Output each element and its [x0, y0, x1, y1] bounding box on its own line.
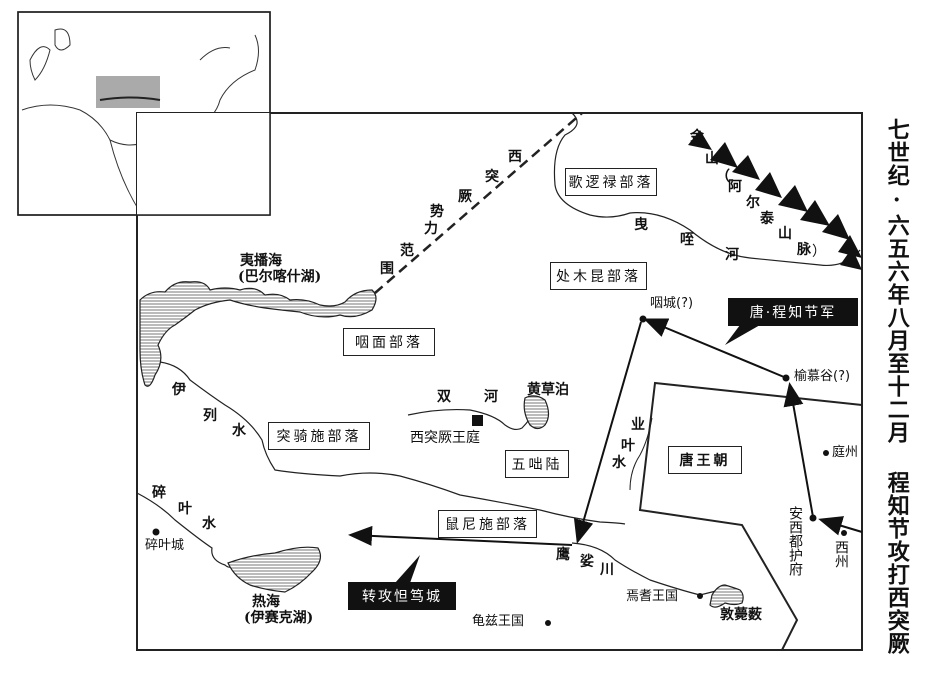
river-char: 水: [202, 516, 216, 532]
tribe-chumukun: 处木昆部落: [550, 262, 647, 290]
boundary-char: 突: [485, 169, 499, 185]
river-char: 川: [600, 562, 614, 578]
shuanghe-river: [407, 408, 536, 431]
river-char: 咥: [680, 232, 694, 248]
river-char: 碎: [152, 485, 166, 501]
arrow-xizhou-to-anxi: [818, 516, 863, 536]
mountain-char: 金: [690, 129, 704, 145]
mountain-char: ）: [812, 244, 826, 260]
suiye-river: [136, 492, 233, 568]
tribe-tuqishi: 突骑施部落: [268, 422, 370, 450]
mountain-char: 尔: [746, 195, 760, 211]
mountain-char: 泰: [760, 211, 774, 227]
boundary-char: 力: [424, 221, 438, 237]
mountain-char: 山: [778, 226, 792, 242]
place-anxi: 安西都护府: [787, 506, 803, 576]
huangcaobo-lake: [523, 395, 550, 430]
mountain-char: （: [716, 169, 730, 185]
altai-mountains: [688, 130, 862, 270]
tribe-yanmian: 咽面部落: [343, 328, 435, 356]
river-char: 业: [631, 417, 645, 433]
boundary-char: 厥: [458, 189, 472, 205]
river-char: 鹰: [556, 547, 570, 563]
place-yumugu: 榆慕谷(?): [794, 369, 851, 384]
lake-issyk-name: 热海: [252, 594, 280, 610]
place-court: 西突厥王庭: [410, 430, 480, 446]
city-dot-tingzhou: [823, 450, 829, 456]
tang-dynasty-label: 唐王朝: [668, 446, 742, 474]
lake-dunhongsou: 敦薨薮: [720, 607, 762, 623]
place-suiyecheng: 碎叶城: [145, 538, 185, 553]
arrow-yancheng-south: [573, 321, 642, 544]
arrow-anxi-to-yumugu: [783, 382, 814, 518]
court-marker: [472, 415, 483, 426]
mountain-char: 脉: [797, 242, 811, 258]
river-char: 伊: [172, 382, 186, 398]
callout-turn-attack: 转攻怛笃城: [348, 582, 456, 610]
lake-huangcaobo: 黄草泊: [527, 382, 569, 398]
river-char: 曳: [634, 217, 648, 233]
river-char: 河: [484, 389, 498, 405]
lake-balkhash-name: 夷播海: [240, 253, 282, 269]
boundary-char: 围: [380, 261, 394, 277]
callout-tang-army: 唐·程知节军: [728, 298, 858, 326]
river-char: 叶: [621, 438, 635, 454]
yeye-river: [629, 417, 653, 491]
balkhash-lake: [139, 281, 377, 387]
city-dot-yancheng: [639, 315, 647, 323]
city-dot-yumugu: [782, 374, 790, 382]
map-title: 七世纪·六五六年八月至十二月 程知节攻打西突厥: [883, 118, 910, 655]
place-yancheng: 咽城(?): [650, 296, 694, 311]
tribe-shunishi: 鼠尼施部落: [438, 510, 537, 538]
inset-highlight-area: [96, 76, 160, 108]
place-yanqi: 焉耆王国: [626, 589, 679, 604]
place-xizhou: 西州: [833, 540, 849, 568]
tribe-wuduolu: 五咄陆: [505, 450, 569, 478]
western-turk-boundary-line: [374, 112, 583, 294]
river-char: 娑: [580, 554, 594, 570]
city-dot-qiuci: [545, 620, 551, 626]
mountain-char: 山: [705, 151, 719, 167]
place-tingzhou: 庭州: [832, 445, 859, 460]
dunhongsou-lake: [709, 584, 744, 608]
arrow-yumugu-to-yancheng: [643, 318, 785, 378]
yilie-river: [159, 361, 626, 525]
tribe-geluolu: 歌逻禄部落: [565, 168, 657, 196]
place-qiuci: 龟兹王国: [472, 614, 525, 629]
city-dot-xizhou: [841, 530, 847, 536]
river-char: 水: [612, 455, 626, 471]
river-char: 河: [725, 247, 739, 263]
boundary-char: 势: [430, 204, 444, 220]
city-dot-suiye: [152, 528, 160, 536]
mountain-char: 阿: [728, 179, 742, 195]
river-char: 叶: [178, 501, 192, 517]
map-frame: [136, 112, 863, 651]
river-char: 水: [232, 423, 246, 439]
city-dot-yanqi: [697, 593, 703, 599]
lake-balkhash-alt: (巴尔喀什湖): [238, 269, 322, 285]
arrow-west-to-dalu: [348, 525, 573, 546]
river-char: 列: [203, 408, 217, 424]
boundary-char: 西: [508, 149, 522, 165]
lake-issyk-alt: (伊赛克湖): [244, 610, 314, 626]
yezhi-river: [553, 112, 861, 267]
river-char: 双: [437, 389, 451, 405]
issyk-kul-lake: [227, 546, 322, 593]
tang-border: [638, 381, 863, 651]
boundary-char: 范: [400, 243, 414, 259]
yingsuo-river: [571, 542, 721, 596]
city-dot-anxi: [809, 514, 817, 522]
